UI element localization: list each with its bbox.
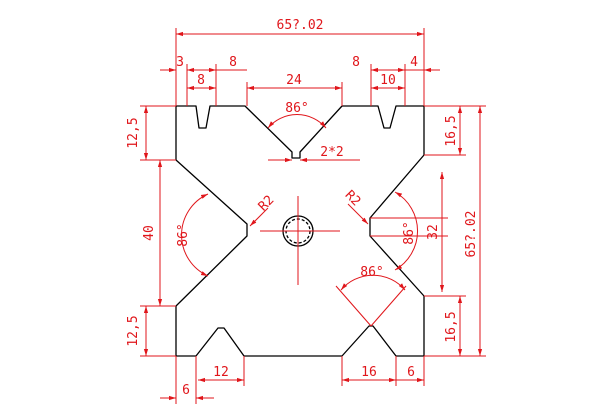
dim-top-8-left: 8: [197, 73, 205, 88]
angle-bottom: 86°: [360, 265, 383, 280]
dim-bottom-6-left: 6: [182, 383, 190, 398]
dim-left-40: 40: [142, 225, 157, 241]
angle-top: 86°: [285, 101, 308, 116]
dim-bottom-16: 16: [361, 365, 377, 380]
dim-right-16-5-top: 16,5: [444, 115, 459, 146]
angle-top-arc: [267, 114, 327, 129]
dim-right-32: 32: [426, 224, 441, 240]
dim-left-12-5-bottom: 12,5: [126, 315, 141, 346]
dim-left-12-5-top: 12,5: [126, 117, 141, 148]
dim-top-4: 4: [410, 55, 418, 70]
angle-left-arc: [181, 193, 209, 277]
dim-top-10: 10: [380, 73, 396, 88]
dim-right-16-5-bottom: 16,5: [444, 311, 459, 342]
radius-left: R2: [256, 193, 278, 215]
dim-top-24: 24: [286, 73, 302, 88]
radius-right: R2: [342, 188, 364, 210]
dim-bottom-12: 12: [213, 365, 229, 380]
dim-overall-width: 65?.02: [277, 18, 324, 33]
dim-overall-height: 65?.02: [464, 211, 479, 258]
angle-bottom-arc: [340, 274, 406, 291]
dim-top-8-inner-right: 8: [352, 55, 360, 70]
dim-slot-2x2: 2*2: [320, 145, 343, 160]
angle-right: 86°: [402, 221, 417, 244]
angle-right-arc: [394, 191, 418, 271]
dim-bottom-6-right: 6: [407, 365, 415, 380]
dim-top-8-inner-left: 8: [229, 55, 237, 70]
angle-left: 86°: [176, 223, 191, 246]
dim-top-3: 3: [176, 55, 184, 70]
